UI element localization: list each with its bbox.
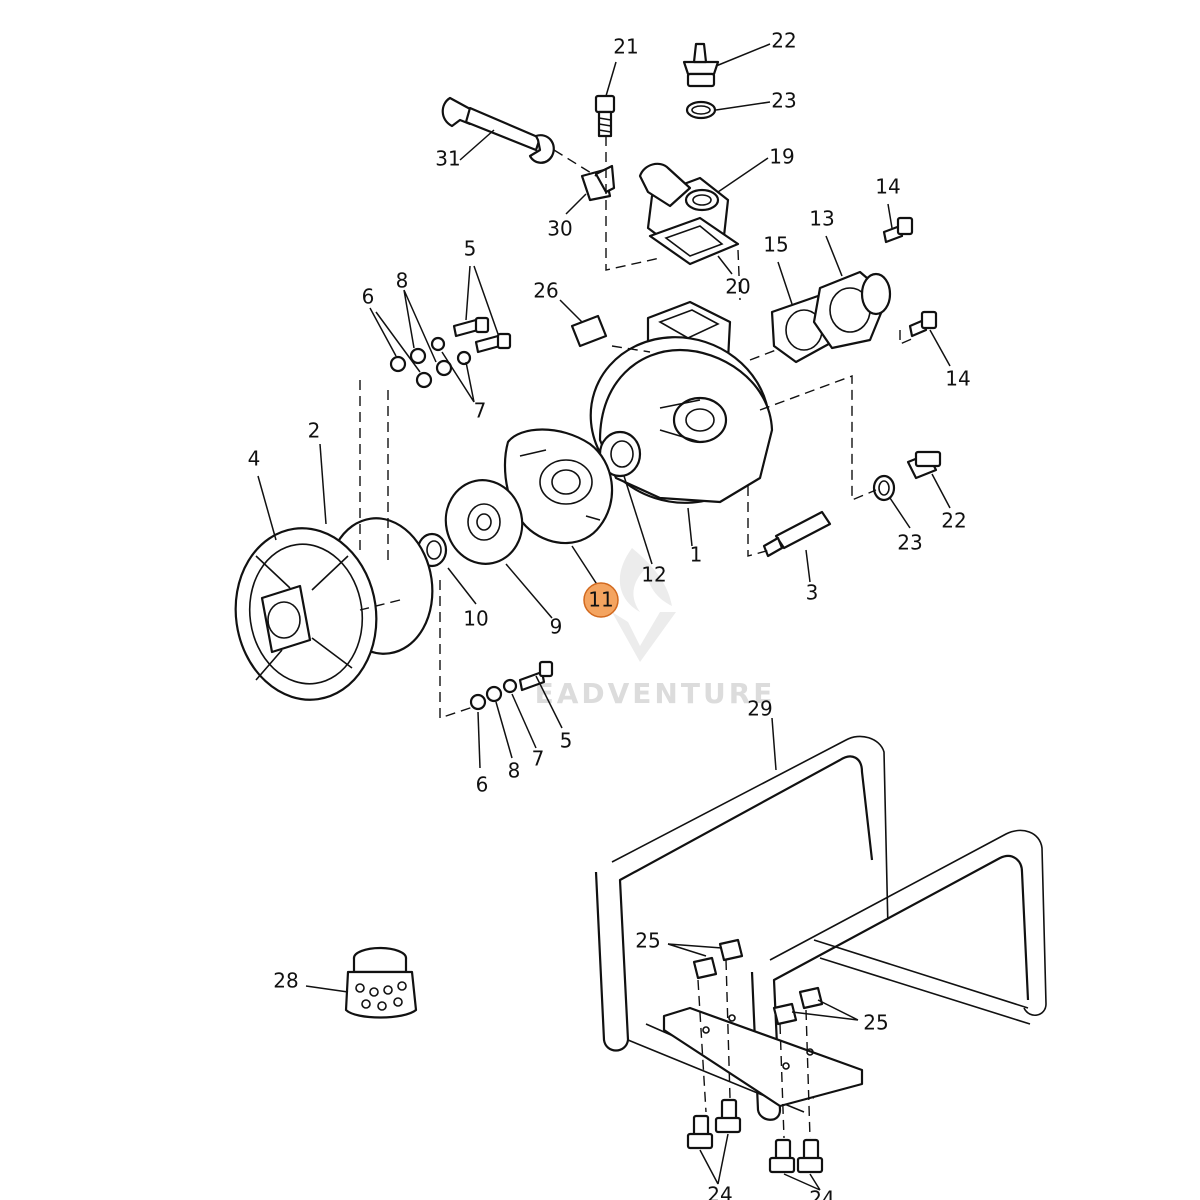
gasket-part — [648, 216, 740, 266]
callout-23-upper: 23 — [771, 89, 796, 113]
callout-1: 1 — [690, 543, 703, 567]
callouts: 1 2 3 4 5 5 6 6 7 7 8 8 9 10 11 12 13 14… — [248, 29, 971, 1200]
callout-5-lower: 5 — [560, 729, 573, 753]
callout-12: 12 — [641, 563, 666, 587]
callout-21: 21 — [613, 35, 638, 59]
wrench-part — [441, 96, 555, 164]
strainer-part — [344, 946, 418, 1019]
top-bolt-part — [594, 94, 616, 138]
pump-cover-part — [234, 527, 378, 701]
callout-19: 19 — [769, 145, 794, 169]
callout-4: 4 — [248, 447, 261, 471]
part-11-highlight[interactable] — [583, 582, 619, 618]
impeller-part — [444, 479, 524, 565]
upper-fasteners — [389, 316, 512, 389]
callout-25-right: 25 — [863, 1011, 888, 1035]
callout-8-upper: 8 — [396, 269, 409, 293]
callout-6-upper: 6 — [362, 285, 375, 309]
callout-25-left: 25 — [635, 929, 660, 953]
callout-28: 28 — [273, 969, 298, 993]
callout-7-upper: 7 — [474, 399, 487, 423]
callout-30: 30 — [547, 217, 572, 241]
callout-23-lower: 23 — [897, 531, 922, 555]
frame-bolts — [686, 1098, 824, 1174]
callout-22-upper: 22 — [771, 29, 796, 53]
watermark-v-icon — [612, 612, 676, 662]
callout-13: 13 — [809, 207, 834, 231]
callout-24-left: 24 — [707, 1183, 732, 1200]
callout-26: 26 — [533, 279, 558, 303]
top-cap-part — [682, 42, 720, 88]
callout-6-lower: 6 — [476, 773, 489, 797]
callout-24-right: 24 — [809, 1187, 834, 1200]
callout-22-lower: 22 — [941, 509, 966, 533]
callout-29: 29 — [747, 697, 772, 721]
leader-lines — [257, 43, 951, 1191]
callout-10: 10 — [463, 607, 488, 631]
drain-o-ring-part — [872, 474, 896, 502]
watermark: EADVENTURE — [535, 548, 776, 710]
callout-9: 9 — [550, 615, 563, 639]
callout-14-lower: 14 — [945, 367, 970, 391]
shaft-part — [762, 510, 832, 558]
watermark-text: EADVENTURE — [535, 677, 776, 710]
callout-31: 31 — [435, 147, 460, 171]
flange-bolts — [882, 216, 938, 338]
callout-8-lower: 8 — [508, 759, 521, 783]
callout-5-upper: 5 — [464, 237, 477, 261]
watermark-flame-icon — [619, 548, 672, 612]
callout-15: 15 — [763, 233, 788, 257]
clip-part — [580, 164, 616, 202]
label-plate-part — [570, 314, 608, 348]
frame-part — [594, 735, 1047, 1121]
assembly-lines — [359, 136, 915, 1139]
callout-7-lower: 7 — [532, 747, 545, 771]
callout-14-upper: 14 — [875, 175, 900, 199]
suction-flange-part — [812, 270, 892, 350]
callout-11[interactable]: 11 — [588, 588, 613, 612]
callout-20: 20 — [725, 275, 750, 299]
drain-plug-part — [906, 450, 942, 480]
lower-fasteners — [469, 660, 554, 711]
callout-2: 2 — [308, 419, 321, 443]
frame-nuts — [692, 938, 824, 1026]
top-o-ring-part — [685, 100, 717, 120]
callout-3: 3 — [806, 581, 819, 605]
